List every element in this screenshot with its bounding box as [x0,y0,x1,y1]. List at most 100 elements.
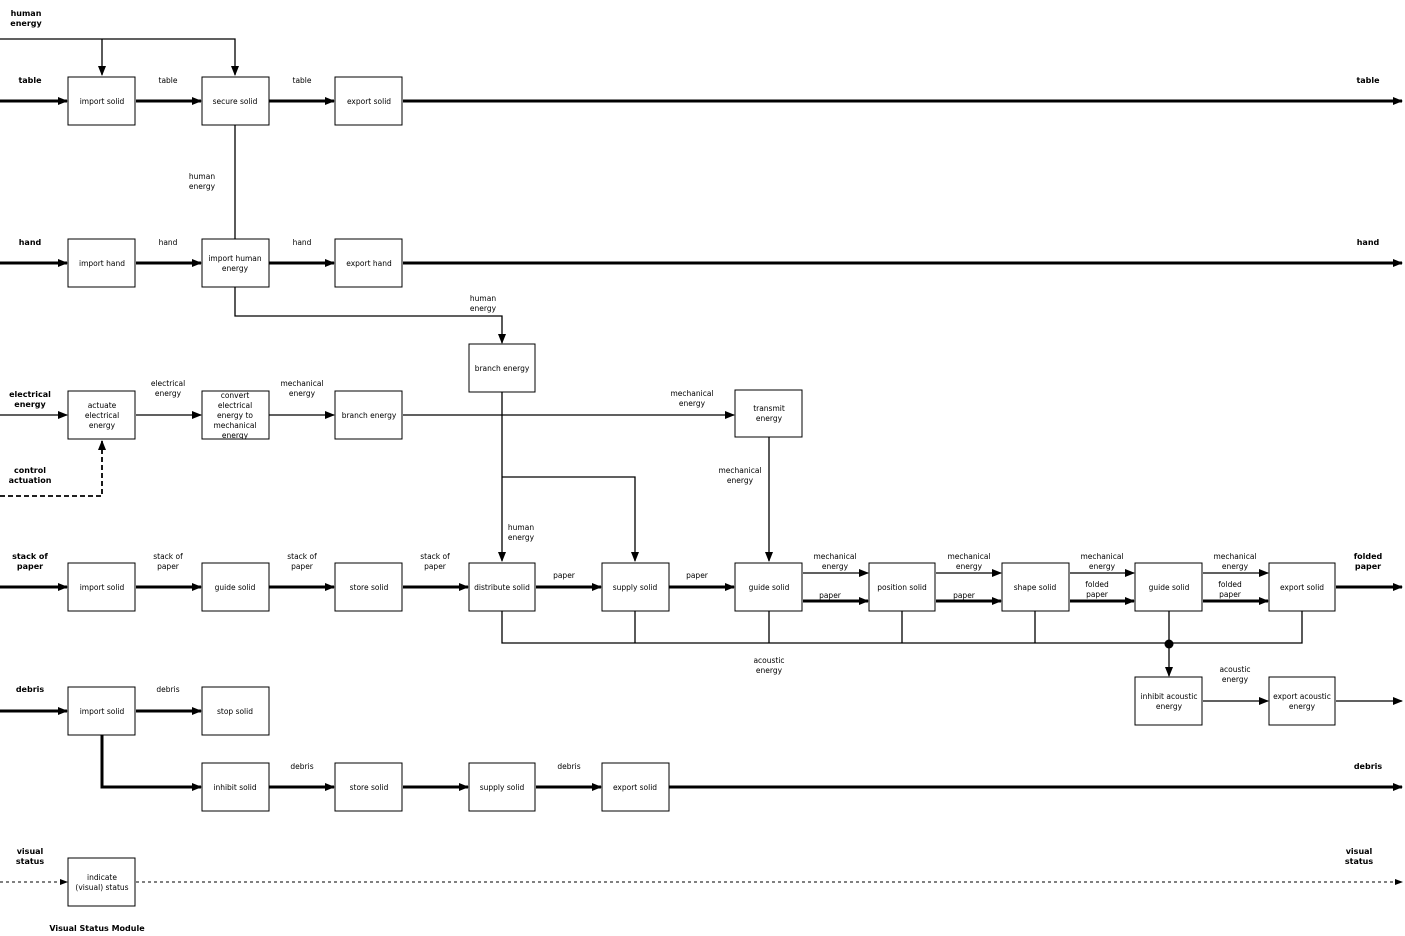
human-energy-branch-to-line [234,287,506,344]
label: store solid [350,583,389,592]
function-import-solid-debris: import solid [67,686,136,736]
flow-label-hand-in: hand [19,238,42,247]
function-export-solid-table: export solid [334,76,403,126]
label-line: folded [1085,580,1109,589]
flow-label-hand-out: hand [1357,238,1380,247]
function-import-solid-table: import solid [67,76,136,126]
label-line: export acoustic [1273,692,1331,701]
function-position-solid: position solid [868,562,936,612]
flow-label-paper-4: paper [953,591,976,600]
label-line: energy [222,431,249,440]
label: distribute solid [474,583,530,592]
flow-label-hand-1: hand [159,238,178,247]
label: supply solid [480,783,525,792]
label-line: energy [679,399,706,408]
label-line: stack of [12,552,48,561]
function-inhibit-solid: inhibit solid [201,762,270,812]
label-line: energy [1089,562,1116,571]
function-import-hand: import hand [67,238,136,288]
label: import solid [80,97,125,106]
label-line: paper [1219,590,1242,599]
label-line: indicate [87,873,117,882]
label: guide solid [1149,583,1190,592]
label-line: energy [956,562,983,571]
label-line: energy [89,421,116,430]
label-line: paper [1086,590,1109,599]
flow-label-debris-in: debris [16,685,45,694]
label: import hand [79,259,125,268]
label-line: status [16,857,45,866]
label-line: energy to [217,411,253,420]
function-shape-solid: shape solid [1001,562,1070,612]
label: export solid [347,97,391,106]
label: shape solid [1014,583,1057,592]
label: export solid [613,783,657,792]
label-line: energy [1222,562,1249,571]
human-energy-input-line [0,38,239,76]
flow-label-debris-2: debris [290,762,313,771]
label-line: actuate [88,401,117,410]
label-line: (visual) status [75,883,128,892]
control-actuation-line [0,440,106,497]
label: store solid [350,783,389,792]
label-line: electrical [218,401,252,410]
flow-label-debris-1: debris [156,685,179,694]
label: guide solid [215,583,256,592]
flow-label-debris-out: debris [1354,762,1383,771]
flow-label-table-in: table [18,76,42,85]
label-line: electrical [151,379,185,388]
label-line: energy [1222,675,1249,684]
function-guide-solid-3: guide solid [1134,562,1203,612]
label: indicate(visual) status [75,873,128,892]
label-line: actuation [9,476,52,485]
label-line: paper [424,562,447,571]
flow-label-table-1: table [159,76,178,85]
label-line: transmit [753,404,785,413]
label-line: mechanical [1080,552,1123,561]
debris-down-line [100,735,202,791]
label-line: stack of [287,552,317,561]
label: guide solid [749,583,790,592]
label-line: electrical [9,390,51,399]
function-distribute-solid: distribute solid [468,562,536,612]
label-line: visual [17,847,44,856]
label-line: folded [1354,552,1383,561]
human-energy-supply-line [502,476,639,562]
flow-label-paper-2: paper [686,571,709,580]
label-line: paper [17,562,43,571]
label-line: energy [155,389,182,398]
label-line: energy [508,533,535,542]
function-stop-solid: stop solid [201,686,270,736]
label-line: paper [291,562,314,571]
label-line: mechanical [280,379,323,388]
label-line: human [189,172,215,181]
label: inhibit solid [213,783,257,792]
label-line: stack of [420,552,450,561]
label: branch energy [475,364,530,373]
function-import-solid-paper: import solid [67,562,136,612]
flow-label-paper-3: paper [819,591,842,600]
label-line: acoustic [1219,665,1250,674]
label-line: import human [208,254,262,263]
